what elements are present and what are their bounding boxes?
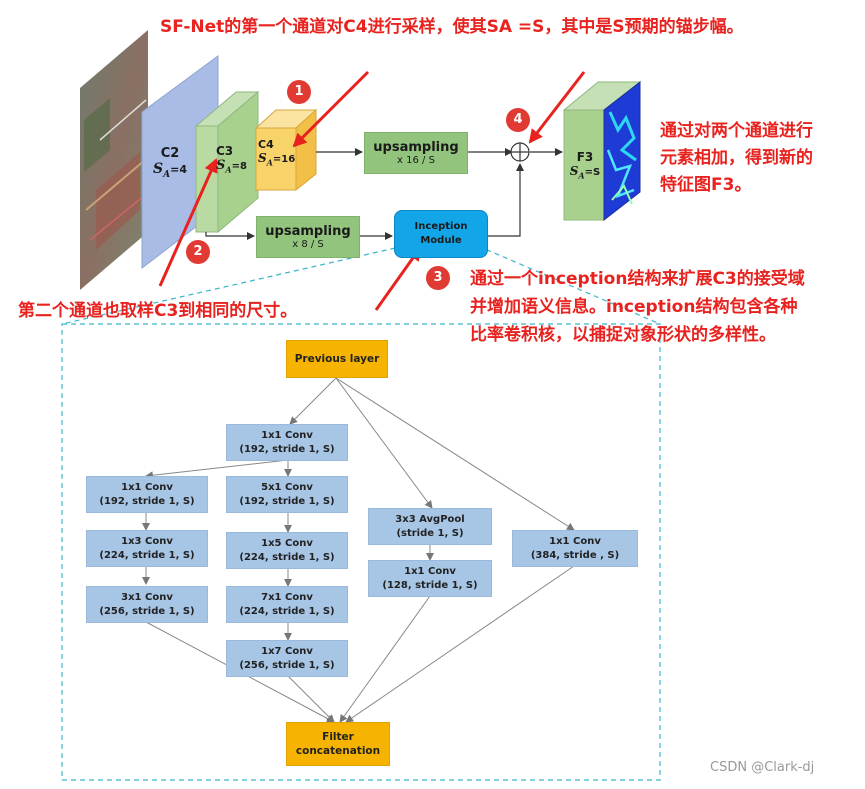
upsampling-top-box: upsampling x 16 / S bbox=[364, 132, 468, 174]
col1-conv-2: 1x3 Conv(224, stride 1, S) bbox=[86, 530, 208, 567]
annotation-inception-2: 并增加语义信息。inception结构包含各种 bbox=[470, 297, 798, 317]
watermark: CSDN @Clark-dj bbox=[710, 760, 815, 775]
c2-label: C2 SA=4 bbox=[153, 146, 187, 180]
annotation-right-3: 特征图F3。 bbox=[660, 175, 752, 195]
c3-label: C3 SA=8 bbox=[216, 144, 247, 175]
annotation-inception-3: 比率卷积核，以捕捉对象形状的多样性。 bbox=[470, 325, 776, 345]
f3-label: F3 SA=S bbox=[569, 150, 601, 181]
badge-3: 3 bbox=[426, 266, 450, 290]
annotation-inception-1: 通过一个inception结构来扩展C3的接受域 bbox=[470, 269, 805, 289]
col4-conv-1: 1x1 Conv(384, stride , S) bbox=[512, 530, 638, 567]
inception-module-box: Inception Module bbox=[394, 210, 488, 258]
annotation-left: 第二个通道也取样C3到相同的尺寸。 bbox=[18, 301, 298, 321]
zoom-line-right bbox=[477, 245, 661, 325]
previous-layer-box: Previous layer bbox=[286, 340, 388, 378]
c3-to-upsample-line bbox=[205, 232, 255, 240]
col2-conv-4: 7x1 Conv(224, stride 1, S) bbox=[226, 586, 348, 623]
annotation-arrow-3 bbox=[374, 246, 422, 311]
badge-2: 2 bbox=[186, 240, 210, 264]
col2-conv-3: 1x5 Conv(224, stride 1, S) bbox=[226, 532, 348, 569]
col2-conv-5: 1x7 Conv(256, stride 1, S) bbox=[226, 640, 348, 677]
elementwise-sum-icon bbox=[510, 142, 530, 162]
f3-feature-map bbox=[562, 80, 642, 222]
satellite-image bbox=[80, 30, 148, 290]
col3-conv-1: 1x1 Conv(128, stride 1, S) bbox=[368, 560, 492, 597]
badge-4: 4 bbox=[506, 108, 530, 132]
zoom-line-left bbox=[61, 245, 405, 325]
col2-conv-1: 1x1 Conv(192, stride 1, S) bbox=[226, 424, 348, 461]
filter-concatenation-box: Filter concatenation bbox=[286, 722, 390, 766]
annotation-right-2: 元素相加，得到新的 bbox=[660, 148, 813, 168]
annotation-arrow-4 bbox=[528, 71, 586, 144]
upsampling-bottom-box: upsampling x 8 / S bbox=[256, 216, 360, 258]
col1-conv-1: 1x1 Conv(192, stride 1, S) bbox=[86, 476, 208, 513]
inception-to-sum-line bbox=[488, 163, 524, 237]
col2-conv-2: 5x1 Conv(192, stride 1, S) bbox=[226, 476, 348, 513]
c4-label: C4 SA=16 bbox=[258, 138, 296, 168]
annotation-arrow-2 bbox=[158, 158, 218, 287]
annotation-top: SF-Net的第一个通道对C4进行采样，使其SA =S，其中是S预期的锚步幅。 bbox=[160, 17, 744, 37]
annotation-right-1: 通过对两个通道进行 bbox=[660, 121, 813, 141]
col1-conv-3: 3x1 Conv(256, stride 1, S) bbox=[86, 586, 208, 623]
inception-detail-frame bbox=[61, 323, 661, 781]
inception-connectors bbox=[142, 377, 575, 723]
badge-1: 1 bbox=[287, 80, 311, 104]
annotation-arrow-1 bbox=[292, 70, 370, 148]
col3-avgpool: 3x3 AvgPool(stride 1, S) bbox=[368, 508, 492, 545]
